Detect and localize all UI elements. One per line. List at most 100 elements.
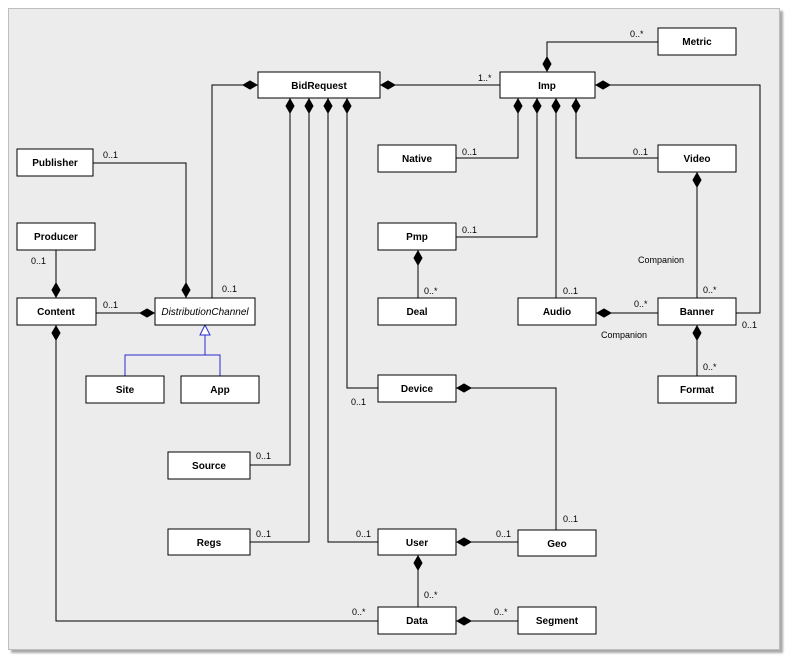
class-format[interactable]: Format [657,375,737,404]
diamond-icon [595,308,613,318]
edge-content-data [55,325,378,622]
class-label: Deal [406,307,427,318]
class-label: Device [401,384,434,395]
multiplicity-label: 0..1 [356,529,371,539]
diamond-icon [455,537,473,547]
class-native[interactable]: Native [377,144,457,173]
class-publisher[interactable]: Publisher [16,148,94,177]
class-regs[interactable]: Regs [167,528,251,556]
diamond-icon [692,324,702,342]
role-label-companion: Companion [601,330,647,340]
edge-bidrequest-user [327,98,378,543]
class-label: Video [683,154,710,165]
class-imp[interactable]: Imp [499,71,596,99]
multiplicity-label: 0..* [352,607,366,617]
role-label-companion: Companion [638,255,684,265]
diamond-icon [285,97,295,115]
multiplicity-labels: 0..* 1..* 0..1 0..1 0..1 0..1 0..1 0..1 … [31,29,757,617]
class-source[interactable]: Source [167,451,251,480]
class-geo[interactable]: Geo [517,529,597,557]
class-label: Publisher [32,158,78,169]
class-label: Format [680,385,715,396]
multiplicity-label: 0..* [424,286,438,296]
edge-imp-metric [546,41,658,72]
generalization-branches [124,354,221,376]
class-label: Imp [538,81,556,92]
edge-imp-video [575,98,658,159]
edge-bidrequest-device [346,98,378,389]
class-label: Regs [197,538,222,549]
class-label: App [210,385,229,396]
class-label: BidRequest [291,81,347,92]
class-app[interactable]: App [180,375,260,404]
diamond-icon [342,97,352,115]
diamond-icon [181,281,191,299]
diamond-icon [692,171,702,189]
multiplicity-label: 0..1 [351,397,366,407]
multiplicity-label: 0..1 [256,529,271,539]
multiplicity-label: 0..1 [103,300,118,310]
class-label: Banner [680,307,715,318]
class-label: Content [37,307,75,318]
multiplicity-label: 0..1 [222,284,237,294]
multiplicity-label: 0..* [703,362,717,372]
class-bidrequest[interactable]: BidRequest [257,71,381,99]
edge-bidrequest-distributionchannel [211,84,258,298]
class-device[interactable]: Device [377,374,457,403]
role-labels: Companion Companion [601,255,684,340]
multiplicity-label: 0..1 [256,451,271,461]
diamond-icon [455,383,473,393]
multiplicity-label: 0..1 [563,286,578,296]
class-content[interactable]: Content [16,297,97,326]
multiplicity-label: 0..1 [31,256,46,266]
class-deal[interactable]: Deal [377,297,457,326]
multiplicity-label: 0..* [630,29,644,39]
diamond-icon [571,97,581,115]
class-label: Pmp [406,232,428,243]
diamond-icon [455,616,473,626]
class-pmp[interactable]: Pmp [377,222,457,251]
class-label: Native [402,154,432,165]
diamond-icon [551,97,561,115]
class-label: User [406,538,428,549]
multiplicity-label: 0..1 [462,225,477,235]
edge-publisher-distributionchannel [93,162,187,298]
class-audio[interactable]: Audio [517,297,597,326]
edge-imp-pmp [456,98,538,238]
class-label: Site [116,385,135,396]
class-label: Audio [543,307,571,318]
multiplicity-label: 0..* [424,590,438,600]
diamond-icon [51,281,61,299]
multiplicity-label: 0..1 [742,320,757,330]
class-distributionchannel[interactable]: DistributionChannel [154,297,256,326]
diamond-icon [379,80,397,90]
diamond-icon [542,55,552,73]
multiplicity-label: 0..1 [496,529,511,539]
class-label: Producer [34,232,78,243]
class-label: DistributionChannel [161,307,249,318]
multiplicity-label: 0..* [634,299,648,309]
multiplicity-label: 0..1 [103,150,118,160]
class-segment[interactable]: Segment [517,606,597,635]
class-metric[interactable]: Metric [657,27,737,56]
class-banner[interactable]: Banner [657,297,737,326]
diamond-icon [138,308,156,318]
class-label: Segment [536,616,579,627]
diamond-icon [513,97,523,115]
class-label: Source [192,461,226,472]
class-label: Geo [547,539,566,550]
class-user[interactable]: User [377,528,457,556]
diamond-icon [241,80,259,90]
class-video[interactable]: Video [657,144,737,173]
edge-device-geo [456,387,557,530]
diamond-icon [323,97,333,115]
multiplicity-label: 0..1 [462,147,477,157]
class-producer[interactable]: Producer [16,222,96,251]
class-label: Metric [682,37,712,48]
class-site[interactable]: Site [85,375,165,404]
generalization-lines [124,323,221,376]
class-data[interactable]: Data [377,606,457,635]
diamond-icon [51,324,61,342]
edge-bidrequest-regs [250,98,310,543]
